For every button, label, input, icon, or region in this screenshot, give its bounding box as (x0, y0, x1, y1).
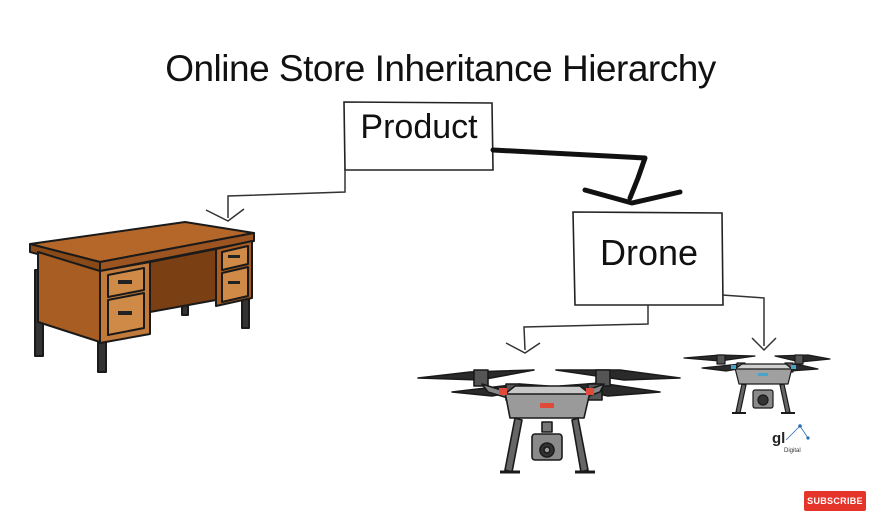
channel-logo: gl Digital (772, 430, 801, 454)
product-node-box (343, 101, 494, 171)
logo-graphic (785, 424, 810, 441)
quadcopter-small-icon (683, 354, 831, 414)
drone-node-label: Drone (599, 232, 699, 273)
desk-icon (29, 221, 255, 373)
connector-product-to-drone (490, 147, 683, 206)
quadcopter-large-icon (417, 369, 681, 474)
logo-sub-text: Digital (784, 448, 801, 454)
diagram-title: Online Store Inheritance Hierarchy (165, 48, 716, 89)
connector-product-to-desk (205, 168, 346, 222)
logo-main-text: gl (772, 430, 786, 447)
drone-node-box (572, 211, 724, 306)
product-node-label: Product (360, 108, 478, 146)
connector-drone-to-large-quadcopter (505, 305, 649, 354)
connector-drone-to-small-quadcopter (721, 294, 777, 352)
subscribe-button[interactable]: SUBSCRIBE (804, 491, 866, 511)
